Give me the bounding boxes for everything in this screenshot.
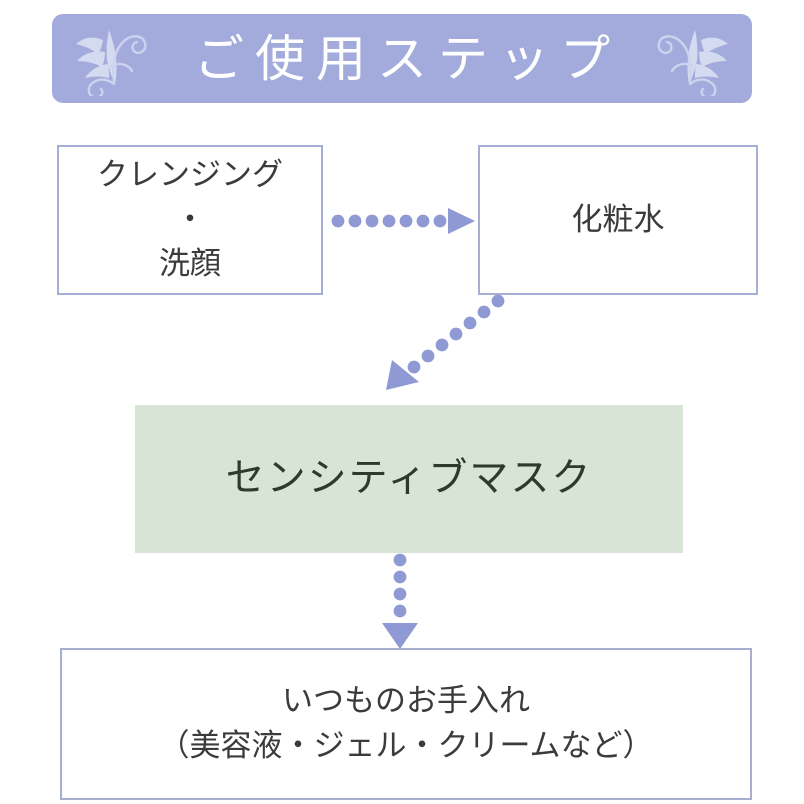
dotted-arrow-diagonal-down-left-icon [386, 294, 505, 390]
step-lotion-text: 化粧水 [572, 198, 665, 243]
step-cleansing-line-2: ・ [174, 201, 206, 237]
step-box-routine-care: いつものお手入れ （美容液・ジェル・クリームなど） [60, 648, 752, 800]
step-routine-line-1: いつものお手入れ [281, 683, 530, 719]
floral-flourish-icon-left [76, 30, 147, 96]
floral-flourish-icon-right [657, 30, 728, 96]
step-cleansing-text: クレンジング ・ 洗顔 [97, 153, 283, 288]
step-box-cleansing: クレンジング ・ 洗顔 [57, 145, 323, 295]
step-box-lotion: 化粧水 [478, 145, 758, 295]
step-cleansing-line-3: 洗顔 [159, 246, 221, 282]
header-banner: ご使用ステップ [52, 14, 752, 103]
step-mask-line-1: センシティブマスク [225, 456, 593, 500]
step-cleansing-line-1: クレンジング [97, 156, 283, 192]
step-routine-line-2: （美容液・ジェル・クリームなど） [158, 728, 654, 763]
dotted-arrow-right-icon [331, 208, 475, 234]
step-mask-text: センシティブマスク [226, 451, 593, 508]
page-title: ご使用ステップ [194, 30, 621, 87]
step-lotion-line-1: 化粧水 [571, 201, 665, 237]
step-box-sensitive-mask: センシティブマスク [135, 405, 683, 553]
dotted-arrow-down-icon [382, 553, 418, 649]
step-routine-text: いつものお手入れ （美容液・ジェル・クリームなど） [158, 679, 653, 769]
